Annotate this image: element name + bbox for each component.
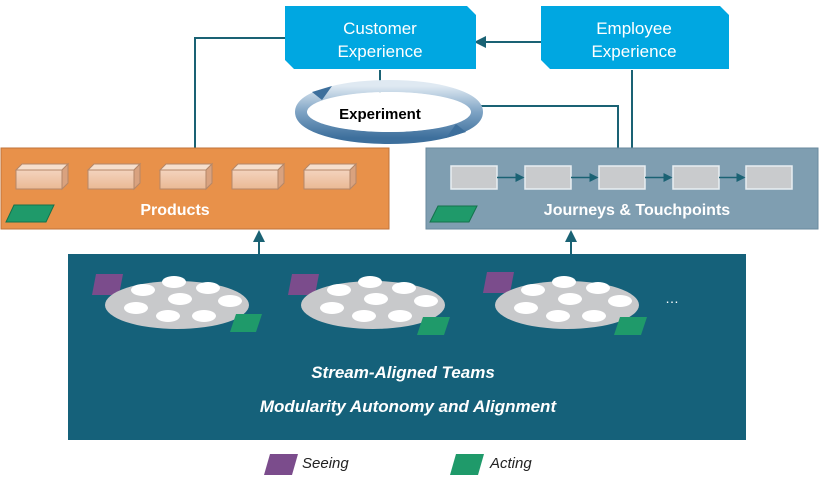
team-member [552, 276, 576, 288]
team-member [196, 282, 220, 294]
team-member [546, 310, 570, 322]
seeing-parallelogram [288, 274, 319, 295]
touchpoint-step [524, 165, 572, 190]
team-member [521, 284, 545, 296]
touchpoint-step [450, 165, 498, 190]
teams-title: Stream-Aligned Teams [311, 363, 495, 382]
acting-parallelogram [230, 314, 262, 332]
team-member [364, 293, 388, 305]
team-member [218, 295, 242, 307]
experiment-label: Experiment [339, 106, 421, 123]
legend-seeing-label: Seeing [302, 455, 349, 472]
team-member [124, 302, 148, 314]
customer-experience-shape [285, 6, 476, 69]
acting-parallelogram [417, 317, 450, 335]
customer-experience-box: Customer Experience [285, 6, 476, 69]
products-panel: Products [0, 147, 390, 230]
connectors [194, 36, 633, 254]
legend-acting-swatch [450, 454, 484, 475]
journeys-title: Journeys & Touchpoints [544, 202, 730, 219]
employee-experience-shape [541, 6, 729, 69]
customer-experience-line2: Experience [337, 42, 422, 61]
products-title: Products [140, 202, 209, 219]
team-member [156, 310, 180, 322]
team-member [582, 310, 606, 322]
team-cluster [483, 272, 647, 335]
employee-experience-line1: Employee [596, 19, 672, 38]
acting-parallelogram-products [5, 204, 55, 223]
touchpoint-step [672, 165, 720, 190]
seeing-parallelogram [483, 272, 514, 293]
team-member [558, 293, 582, 305]
seeing-parallelogram [92, 274, 123, 295]
journeys-panel: Journeys & Touchpoints [425, 147, 819, 230]
team-member [514, 302, 538, 314]
cycle-ring-back [295, 80, 483, 144]
team-member [392, 282, 416, 294]
team-member [168, 293, 192, 305]
acting-parallelogram [614, 317, 647, 335]
legend-acting-label: Acting [489, 455, 532, 472]
team-member [352, 310, 376, 322]
teams-panel: … Stream-Aligned Teams Modularity Autono… [68, 254, 746, 440]
cycle-ring-inner [307, 92, 471, 132]
team-member [192, 310, 216, 322]
acting-parallelogram-journeys [429, 205, 478, 223]
team-member [388, 310, 412, 322]
touchpoint-step [598, 165, 646, 190]
cycle-arrowhead-right [446, 124, 466, 138]
legend: Seeing Acting [264, 454, 532, 475]
team-member [162, 276, 186, 288]
employee-experience-box: Employee Experience [541, 6, 729, 69]
customer-experience-line1: Customer [343, 19, 417, 38]
team-member [358, 276, 382, 288]
more-teams-ellipsis: … [665, 290, 679, 306]
product-block [86, 162, 142, 191]
employee-experience-line2: Experience [591, 42, 676, 61]
touchpoint-step [745, 165, 793, 190]
team-cluster [92, 274, 262, 332]
team-member [608, 295, 632, 307]
product-block [230, 162, 286, 191]
cycle-to-journeys-connector [450, 105, 619, 148]
teams-subtitle: Modularity Autonomy and Alignment [260, 397, 558, 416]
products-to-customer-connector [194, 37, 285, 148]
team-member [320, 302, 344, 314]
team-member [327, 284, 351, 296]
product-block [158, 162, 214, 191]
product-block [302, 162, 358, 191]
legend-seeing-swatch [264, 454, 298, 475]
experiment-cycle: Experiment [295, 80, 483, 144]
team-member [586, 282, 610, 294]
team-member [414, 295, 438, 307]
product-blocks [14, 162, 358, 191]
product-block [14, 162, 70, 191]
team-member [131, 284, 155, 296]
cycle-arrowhead-left [312, 86, 332, 100]
team-cluster [288, 274, 450, 335]
